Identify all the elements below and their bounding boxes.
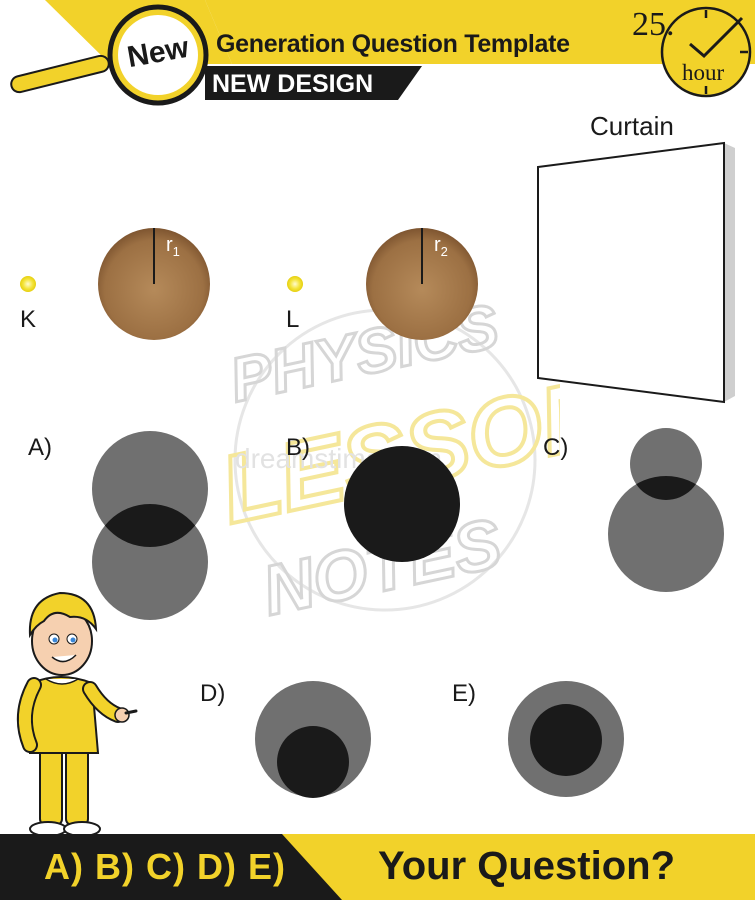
option-e-shadow (508, 681, 624, 797)
clock-number: 25. (632, 6, 675, 43)
curtain (537, 141, 735, 404)
page-subtitle: NEW DESIGN (212, 70, 374, 98)
sphere-1 (98, 228, 210, 340)
sphere-2 (366, 228, 478, 340)
option-c-shadow (608, 428, 724, 592)
footer-bar (0, 834, 755, 900)
radius-1-label: r1 (166, 234, 180, 259)
option-c-label: C) (543, 434, 569, 461)
boy-character-illustration (16, 591, 138, 837)
magnifier-icon (10, 4, 209, 106)
label-k: K (20, 306, 37, 333)
setup-diagram (20, 141, 735, 404)
clock-unit: hour (682, 60, 725, 85)
clock-icon (660, 6, 752, 98)
answer-options (92, 428, 724, 798)
option-d-shadow (255, 681, 371, 798)
label-l: L (286, 306, 300, 333)
option-a-label: A) (28, 434, 52, 461)
option-d-label: D) (200, 680, 226, 707)
light-source-k (20, 276, 36, 292)
footer-question: Your Question? (378, 844, 676, 888)
light-source-l (287, 276, 303, 292)
option-a-shadow (92, 431, 208, 620)
header-graphics (10, 0, 755, 106)
subtitle-bar (205, 66, 422, 100)
curtain-label: Curtain (590, 111, 674, 141)
radius-2-label: r2 (434, 234, 448, 259)
option-e-label: E) (452, 680, 476, 707)
header-banner (45, 0, 755, 64)
option-b-label: B) (286, 434, 310, 461)
option-b-shadow (344, 446, 460, 562)
footer-answer-choices: A) B) C) D) E) (44, 846, 286, 887)
page-title: Generation Question Template (216, 30, 570, 58)
